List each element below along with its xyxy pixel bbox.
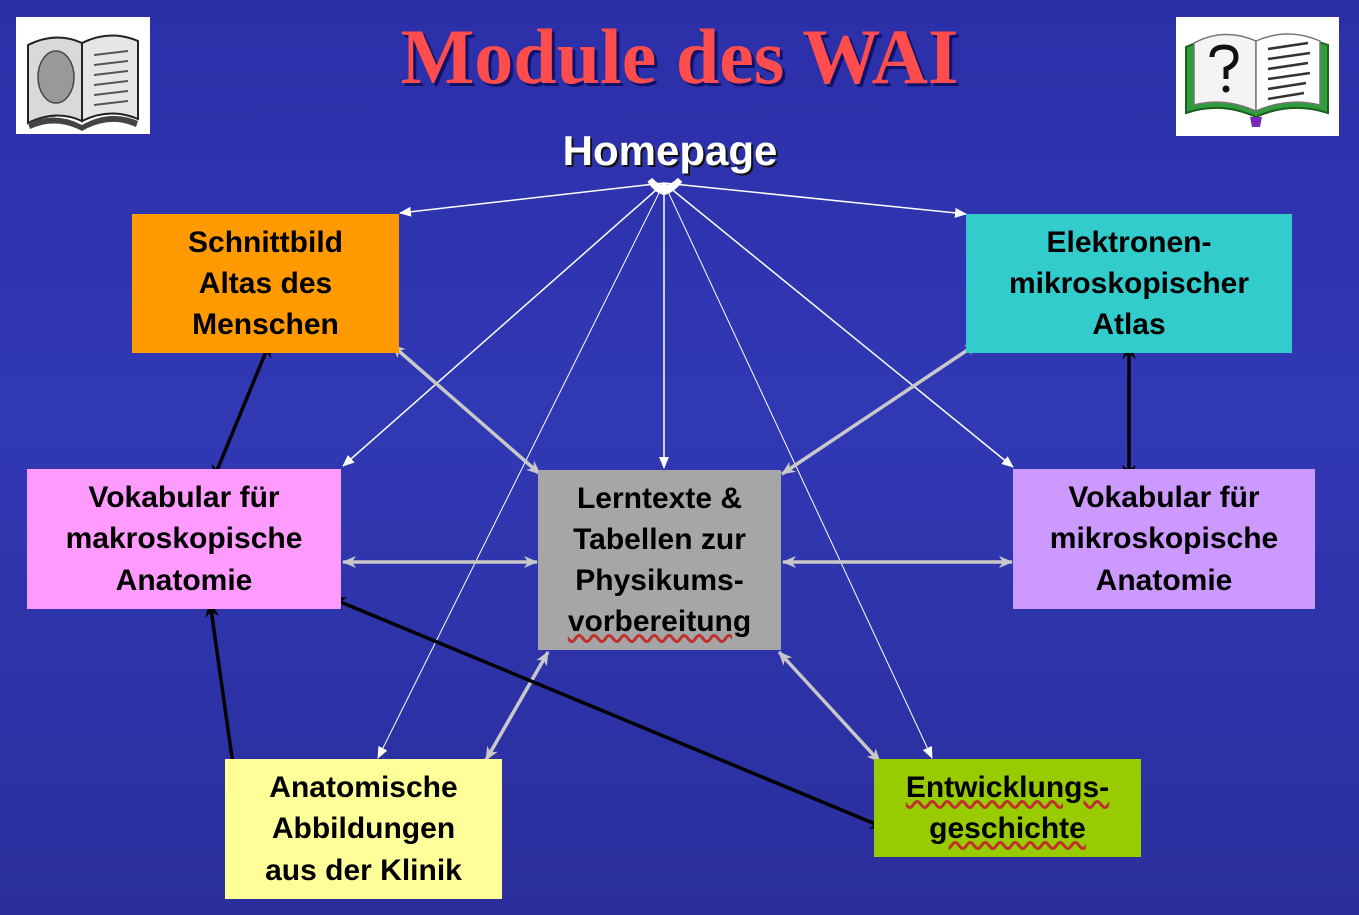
module-vokabular-makroskopisch-label: Vokabular für makroskopische Anatomie: [65, 481, 303, 597]
module-vokabular-mikroskopisch: Vokabular für mikroskopische Anatomie: [1013, 469, 1315, 609]
question-book-icon: [1176, 17, 1339, 136]
module-anatomische-abbildungen-klinik-label: Anatomische Abbildungen aus der Klinik: [265, 771, 462, 887]
lern-line-4: vorbereitung: [567, 605, 752, 639]
module-entwicklungsgeschichte-label: Entwicklungs- geschichte: [906, 767, 1109, 849]
module-elektronenmikroskopischer-atlas: Elektronen- mikroskopischer Atlas: [966, 214, 1292, 353]
module-anatomische-abbildungen-klinik: Anatomische Abbildungen aus der Klinik: [225, 759, 502, 899]
module-schnittbild-atlas: Schnittbild Altas des Menschen: [132, 214, 399, 353]
module-vokabular-makroskopisch: Vokabular für makroskopische Anatomie: [27, 469, 341, 609]
lern-line-3: Physikums-: [575, 564, 744, 597]
open-book-icon: [16, 17, 150, 134]
homepage-hub: [647, 177, 683, 196]
module-elektronenmikroskopischer-atlas-label: Elektronen- mikroskopischer Atlas: [1008, 225, 1250, 342]
lern-line-1: Lerntexte &: [576, 481, 743, 515]
lern-line-2: Tabellen zur: [573, 522, 746, 556]
homepage-label: Homepage: [562, 127, 778, 174]
slide-title: Module des WAI: [400, 13, 959, 100]
entw-line-1: Entwicklungs-: [905, 770, 1110, 804]
module-entwicklungsgeschichte: Entwicklungs- geschichte: [874, 759, 1141, 857]
module-schnittbild-atlas-label: Schnittbild Altas des Menschen: [188, 225, 343, 342]
entw-line-2: geschichte: [929, 812, 1086, 845]
module-lerntexte-tabellen-label: Lerntexte & Tabellen zur Physikums- vorb…: [568, 478, 751, 642]
module-vokabular-mikroskopisch-label: Vokabular für mikroskopische Anatomie: [1049, 481, 1279, 597]
module-lerntexte-tabellen: Lerntexte & Tabellen zur Physikums- vorb…: [538, 470, 781, 650]
